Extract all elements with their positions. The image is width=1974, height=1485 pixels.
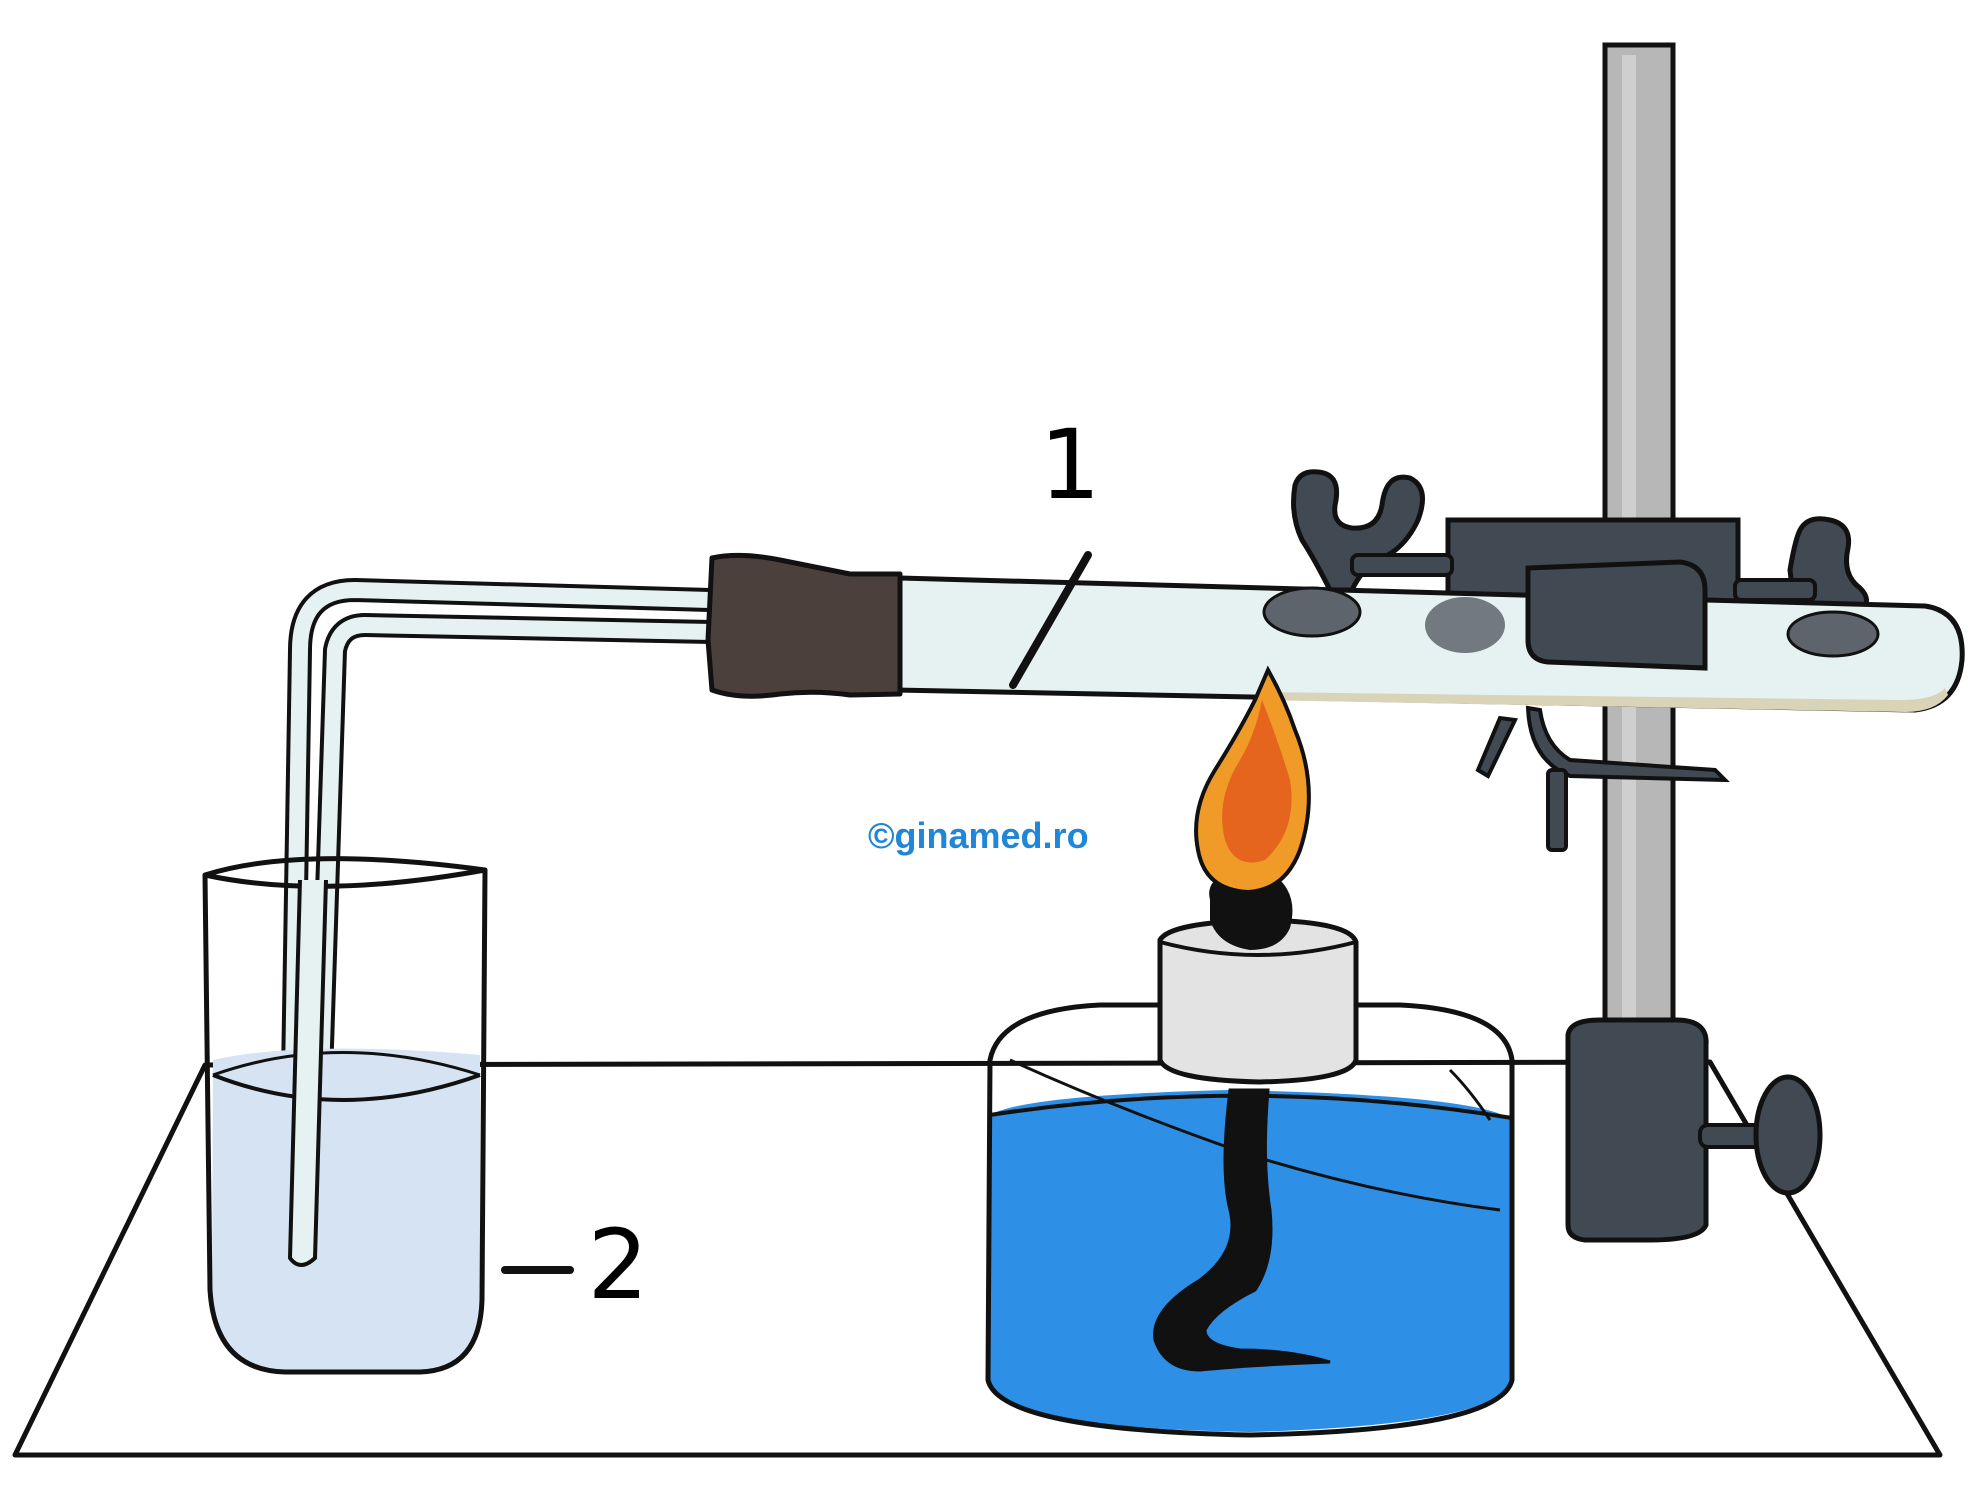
beaker-rim <box>204 867 486 889</box>
lamp-wick-cord <box>1153 1088 1331 1372</box>
tube-deposit-1 <box>1262 586 1362 638</box>
lamp-fuel-contour-2 <box>1448 1068 1492 1121</box>
flame <box>1194 665 1311 895</box>
flame-inner <box>1222 700 1292 863</box>
tube-deposit-4 <box>1786 610 1880 658</box>
tube-deposit-2 <box>1425 597 1505 653</box>
delivery-tube-submerged <box>287 879 328 1267</box>
clamp-jaw-lower <box>1525 705 1730 783</box>
label-beaker-number: 2 <box>587 1209 648 1321</box>
clamp-jaw-prong <box>1475 715 1519 779</box>
label-tube-number: 1 <box>1039 409 1100 521</box>
clamp-support-pin <box>1546 768 1568 852</box>
lamp-glass <box>985 1002 1515 1438</box>
stand-base-boss <box>1565 1017 1709 1243</box>
spirit-lamp <box>985 870 1515 1438</box>
watermark-logo: ©ginamed.ro <box>868 815 1089 856</box>
lamp-wick-holder-top <box>1159 940 1357 957</box>
beaker-glass <box>202 856 488 1375</box>
stand-screw-knob <box>1753 1074 1823 1196</box>
clamp-left-screw-shaft <box>1350 553 1454 577</box>
clamp-jaw-upper <box>1525 559 1708 671</box>
beaker-water-surface-back <box>212 1051 481 1077</box>
clamp-left-thumbscrew <box>1291 469 1425 593</box>
beaker-water-surface-front <box>212 1073 481 1102</box>
beaker <box>202 856 488 1375</box>
clamp-right-screw-shaft <box>1733 578 1817 602</box>
label-1-pointer <box>1009 551 1092 689</box>
beaker-water <box>212 1048 480 1370</box>
test-tube-residue <box>1258 688 1948 712</box>
clamp-front-jaw <box>1475 559 1730 852</box>
rubber-stopper <box>705 552 903 699</box>
